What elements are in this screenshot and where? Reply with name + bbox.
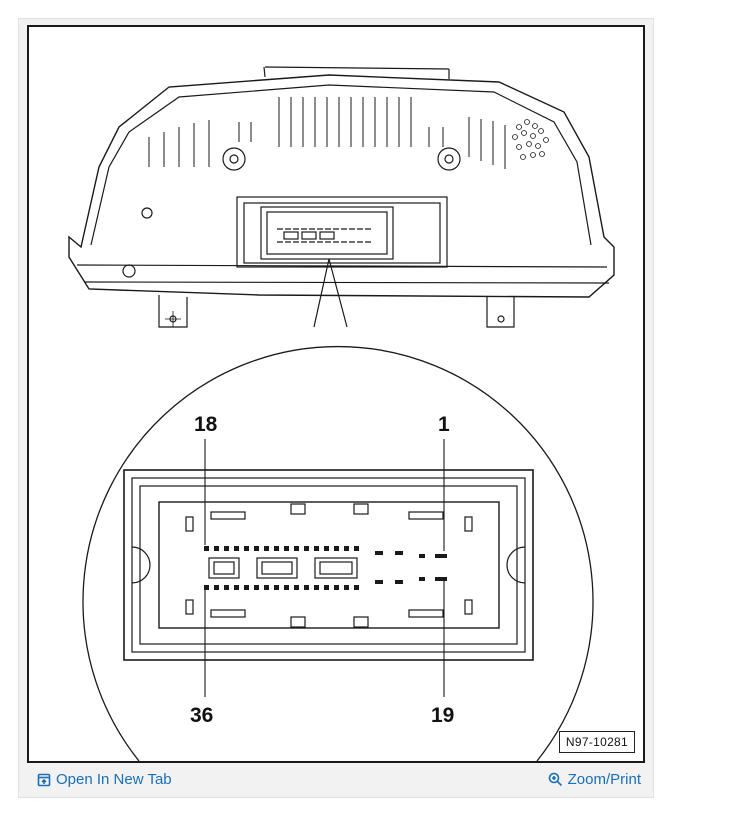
magnifier-circle bbox=[82, 345, 594, 761]
figure-footer: Open In New Tab Zoom/Print bbox=[27, 768, 645, 794]
pin-row-top bbox=[204, 546, 447, 558]
zoom-in-icon bbox=[548, 772, 563, 787]
callout-line-right bbox=[328, 258, 348, 328]
connector-diagram[interactable]: 18 1 36 19 N97-10281 bbox=[27, 25, 645, 763]
diagram-drawing bbox=[68, 66, 615, 761]
pin-label-36: 36 bbox=[190, 704, 214, 727]
pin-label-1: 1 bbox=[438, 413, 450, 436]
open-in-new-tab-label: Open In New Tab bbox=[56, 771, 172, 788]
instrument-cluster bbox=[68, 66, 615, 328]
figure-id-label: N97-10281 bbox=[558, 731, 635, 753]
open-in-new-tab-link[interactable]: Open In New Tab bbox=[37, 771, 172, 788]
zoom-print-label: Zoom/Print bbox=[567, 771, 641, 788]
pin-label-18: 18 bbox=[194, 413, 218, 436]
speaker-grille bbox=[512, 119, 549, 160]
pin-label-19: 19 bbox=[431, 704, 455, 727]
open-in-new-tab-icon bbox=[37, 773, 51, 787]
zoom-print-link[interactable]: Zoom/Print bbox=[548, 771, 641, 788]
enlarged-connector bbox=[123, 439, 534, 697]
callout-line-left bbox=[313, 258, 330, 328]
pin-row-bottom bbox=[204, 577, 447, 590]
